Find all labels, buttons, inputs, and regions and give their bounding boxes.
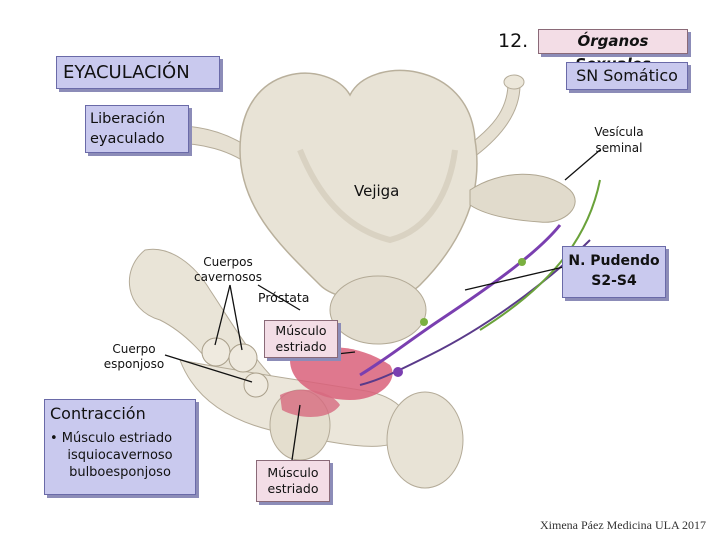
esponjoso-line1: Cuerpo <box>112 342 156 356</box>
seminal-vesicle <box>469 173 576 223</box>
musculo-2-line2: estriado <box>267 481 319 496</box>
musculo-2-line1: Músculo <box>267 465 319 480</box>
musculo-box-1: Músculo estriado <box>264 320 338 358</box>
page-title: EYACULACIÓN <box>63 62 190 83</box>
vesicula-label: Vesícula seminal <box>588 124 650 156</box>
cuerpos-line2: cavernosos <box>194 270 262 284</box>
musculo-1-line1: Músculo <box>275 323 327 338</box>
liberacion-line1: Liberación <box>90 111 166 127</box>
title-box: EYACULACIÓN <box>56 56 220 89</box>
ureter-right-end <box>503 74 525 90</box>
esponjoso-line2: esponjoso <box>103 357 165 371</box>
ganglion-1 <box>518 258 526 266</box>
pudendo-box: N. Pudendo S2-S4 <box>562 246 666 298</box>
pointer-pudendo <box>464 264 573 291</box>
pointer-cuerpos-b <box>229 284 243 351</box>
pointer-vesicula <box>564 149 601 181</box>
pointer-cuerpos-a <box>214 284 231 346</box>
sn-somatico-text: SN Somático <box>576 66 678 85</box>
ganglion-3 <box>393 367 403 377</box>
musculo-box-2: Músculo estriado <box>256 460 330 502</box>
striated-muscle <box>290 347 393 400</box>
nerve-1 <box>359 224 562 377</box>
liberacion-box: Liberación eyaculado <box>85 105 189 153</box>
pudendo-line2: S2-S4 <box>591 273 637 289</box>
contraccion-bullet: • Músculo estriado <box>50 431 173 446</box>
striated-muscle-2 <box>280 389 340 417</box>
pointer-musculo-2 <box>291 404 301 461</box>
vesicula-line2: seminal <box>595 141 643 155</box>
cross-section-3 <box>243 372 269 398</box>
credit-text: Ximena Páez Medicina ULA 2017 <box>540 518 706 532</box>
prostate <box>329 275 427 345</box>
vejiga-label: Vejiga <box>354 182 400 200</box>
cuerpos-cavernosos-label: Cuerpos cavernosos <box>188 255 268 285</box>
testicle <box>386 391 464 489</box>
contraccion-line2: isquiocavernoso <box>67 448 173 463</box>
cuerpo-esponjoso-label: Cuerpo esponjoso <box>98 342 170 372</box>
slide-number: 12. <box>498 30 529 52</box>
bladder <box>239 69 478 301</box>
liberacion-line2: eyaculado <box>90 131 165 147</box>
contraccion-box: Contracción • Músculo estriado isquiocav… <box>44 399 196 495</box>
contraccion-title: Contracción <box>50 404 146 423</box>
vesicula-line1: Vesícula <box>594 125 644 139</box>
sn-somatico-box: SN Somático <box>566 62 688 90</box>
prostata-label: Próstata <box>258 290 310 305</box>
pointer-prostata <box>257 284 301 311</box>
cuerpos-line1: Cuerpos <box>203 255 253 269</box>
ganglion-2 <box>420 318 428 326</box>
bladder-shading <box>297 148 458 244</box>
organos-sexuales-box: Órganos Sexuales <box>538 29 688 73</box>
cross-section-2 <box>228 343 258 373</box>
pudendo-line1: N. Pudendo <box>568 253 660 269</box>
musculo-1-line2: estriado <box>275 339 327 354</box>
pointer-esponjoso <box>164 354 253 383</box>
contraccion-line3: bulboesponjoso <box>69 465 171 480</box>
